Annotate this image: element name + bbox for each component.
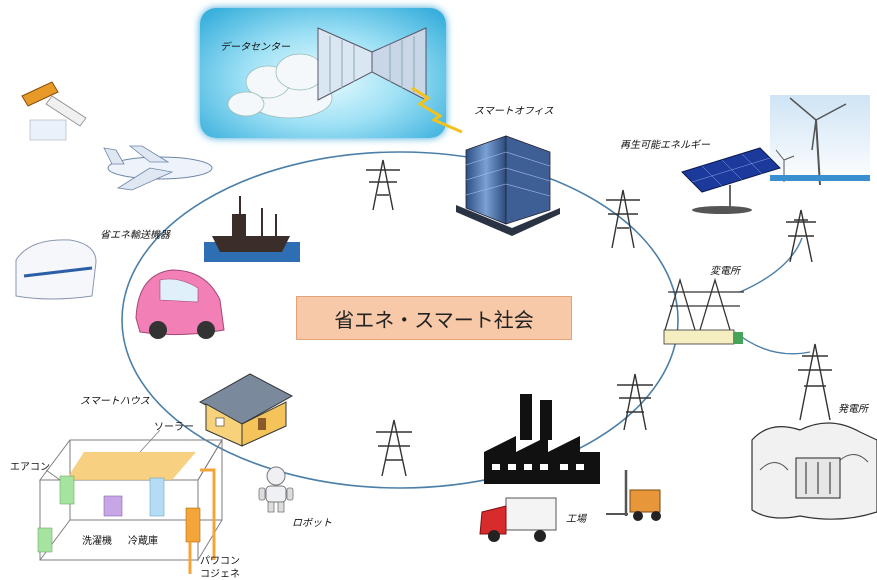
house-icon bbox=[198, 373, 294, 447]
substation-icon bbox=[663, 277, 744, 345]
airplane-icon bbox=[103, 145, 213, 191]
office-building-icon bbox=[456, 135, 560, 236]
car-icon bbox=[135, 269, 225, 339]
forklift-icon bbox=[606, 470, 661, 521]
renewable-energy-label: 再生可能エネルギー bbox=[620, 140, 710, 151]
refrigerator-label: 冷蔵庫 bbox=[128, 536, 158, 547]
factory-label: 工場 bbox=[566, 514, 586, 525]
data-center-label: データセンター bbox=[220, 42, 290, 53]
solar-label: ソーラー bbox=[154, 422, 194, 433]
cogeneration-label: コジェネ bbox=[200, 569, 240, 580]
transport-label: 省エネ輸送機器 bbox=[100, 230, 170, 241]
pylon-icon bbox=[366, 159, 400, 211]
refrigerator-icon bbox=[149, 477, 165, 517]
cloud-icon bbox=[227, 53, 333, 119]
renewable-link-line bbox=[739, 237, 803, 293]
server-rack-icon bbox=[317, 27, 427, 101]
factory-icon bbox=[484, 394, 600, 484]
bullet-train-icon bbox=[15, 239, 97, 300]
air-conditioner-icon bbox=[37, 475, 75, 553]
center-title: 省エネ・スマート社会 bbox=[296, 296, 572, 340]
energy-network-ring bbox=[121, 151, 679, 489]
smart-office-label: スマートオフィス bbox=[474, 106, 554, 117]
smart-house-label: スマートハウス bbox=[80, 396, 150, 407]
wind-turbine-icon bbox=[770, 97, 870, 186]
lightning-icon bbox=[411, 86, 463, 134]
pylon-icon bbox=[606, 189, 640, 249]
power-plant-label: 発電所 bbox=[838, 404, 868, 415]
robot-label: ロボット bbox=[292, 518, 332, 529]
ship-icon bbox=[204, 196, 300, 262]
washing-machine-label: 洗濯機 bbox=[82, 536, 112, 547]
ac-leader-line bbox=[45, 469, 61, 481]
substation-label: 変電所 bbox=[710, 266, 740, 277]
pylon-icon bbox=[798, 343, 832, 421]
pylon-icon bbox=[617, 373, 653, 431]
plant-link-line bbox=[734, 331, 811, 355]
solar-leader-line bbox=[139, 429, 161, 453]
power-plant-icon bbox=[751, 422, 877, 520]
solar-panel-icon bbox=[681, 95, 870, 214]
pylon-icon bbox=[786, 209, 816, 263]
satellite-icon bbox=[21, 81, 87, 141]
pylon-icon bbox=[376, 419, 412, 477]
robot-icon bbox=[258, 466, 294, 513]
air-conditioner-label: エアコン bbox=[10, 462, 50, 473]
washing-machine-icon bbox=[103, 495, 123, 517]
truck-icon bbox=[479, 497, 557, 542]
power-conditioner-label: パワコン bbox=[200, 556, 240, 567]
power-conditioner-icon bbox=[185, 468, 216, 574]
solar-roof-panel bbox=[66, 452, 196, 480]
